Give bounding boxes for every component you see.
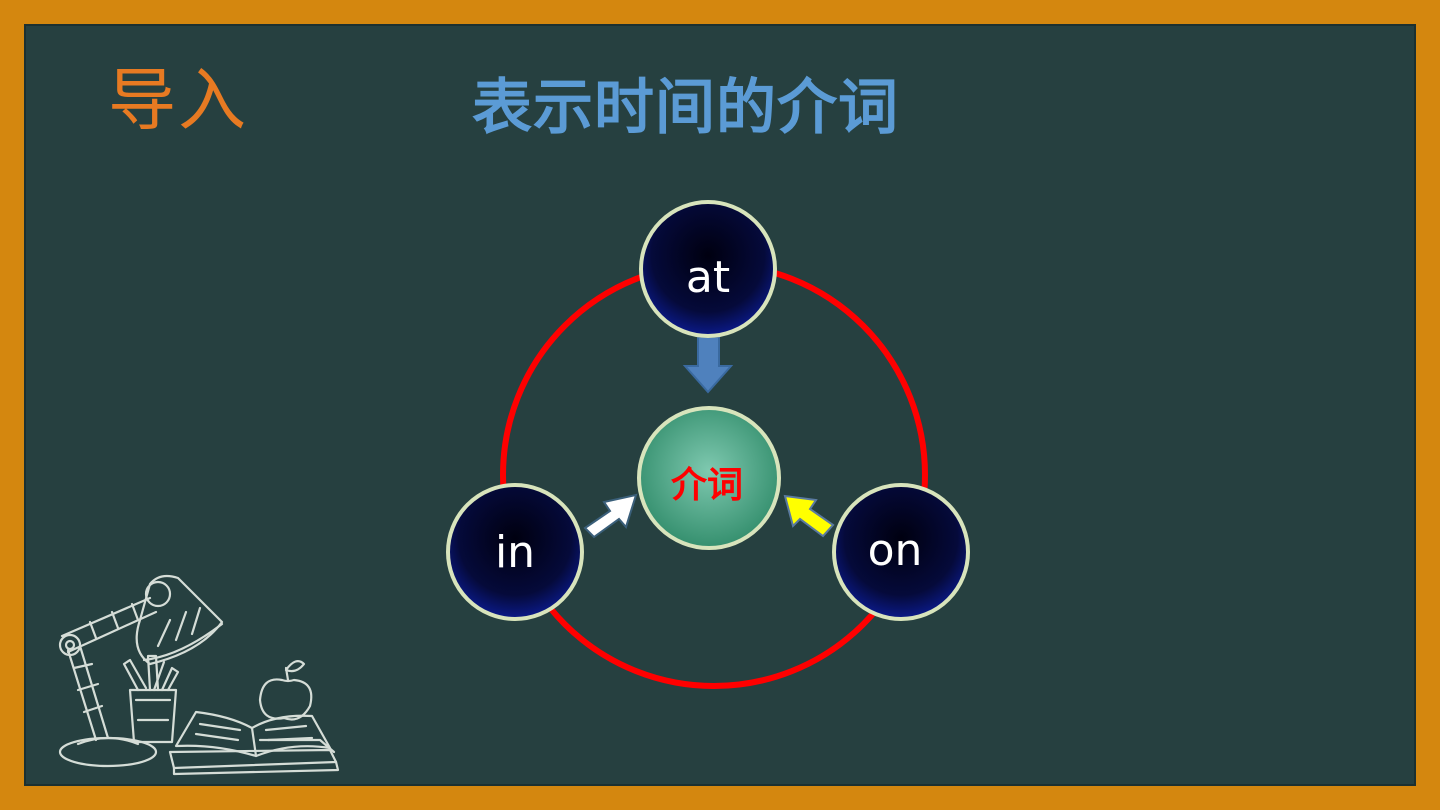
node-at-label: at [686, 252, 730, 303]
center-node: 介词 [637, 406, 781, 550]
node-in: in [446, 483, 584, 621]
slide-title: 表示时间的介词 [472, 73, 899, 143]
arrow-at-to-center [682, 336, 734, 394]
node-on: on [832, 483, 970, 621]
node-on-label: on [868, 525, 923, 576]
center-label: 介词 [671, 465, 743, 506]
arrow-on-to-center [783, 494, 835, 538]
arrow-in-to-center [583, 493, 638, 539]
node-in-label: in [495, 527, 535, 578]
section-label: 导入 [108, 62, 249, 141]
chalkboard [24, 24, 1416, 786]
node-at: at [639, 200, 777, 338]
